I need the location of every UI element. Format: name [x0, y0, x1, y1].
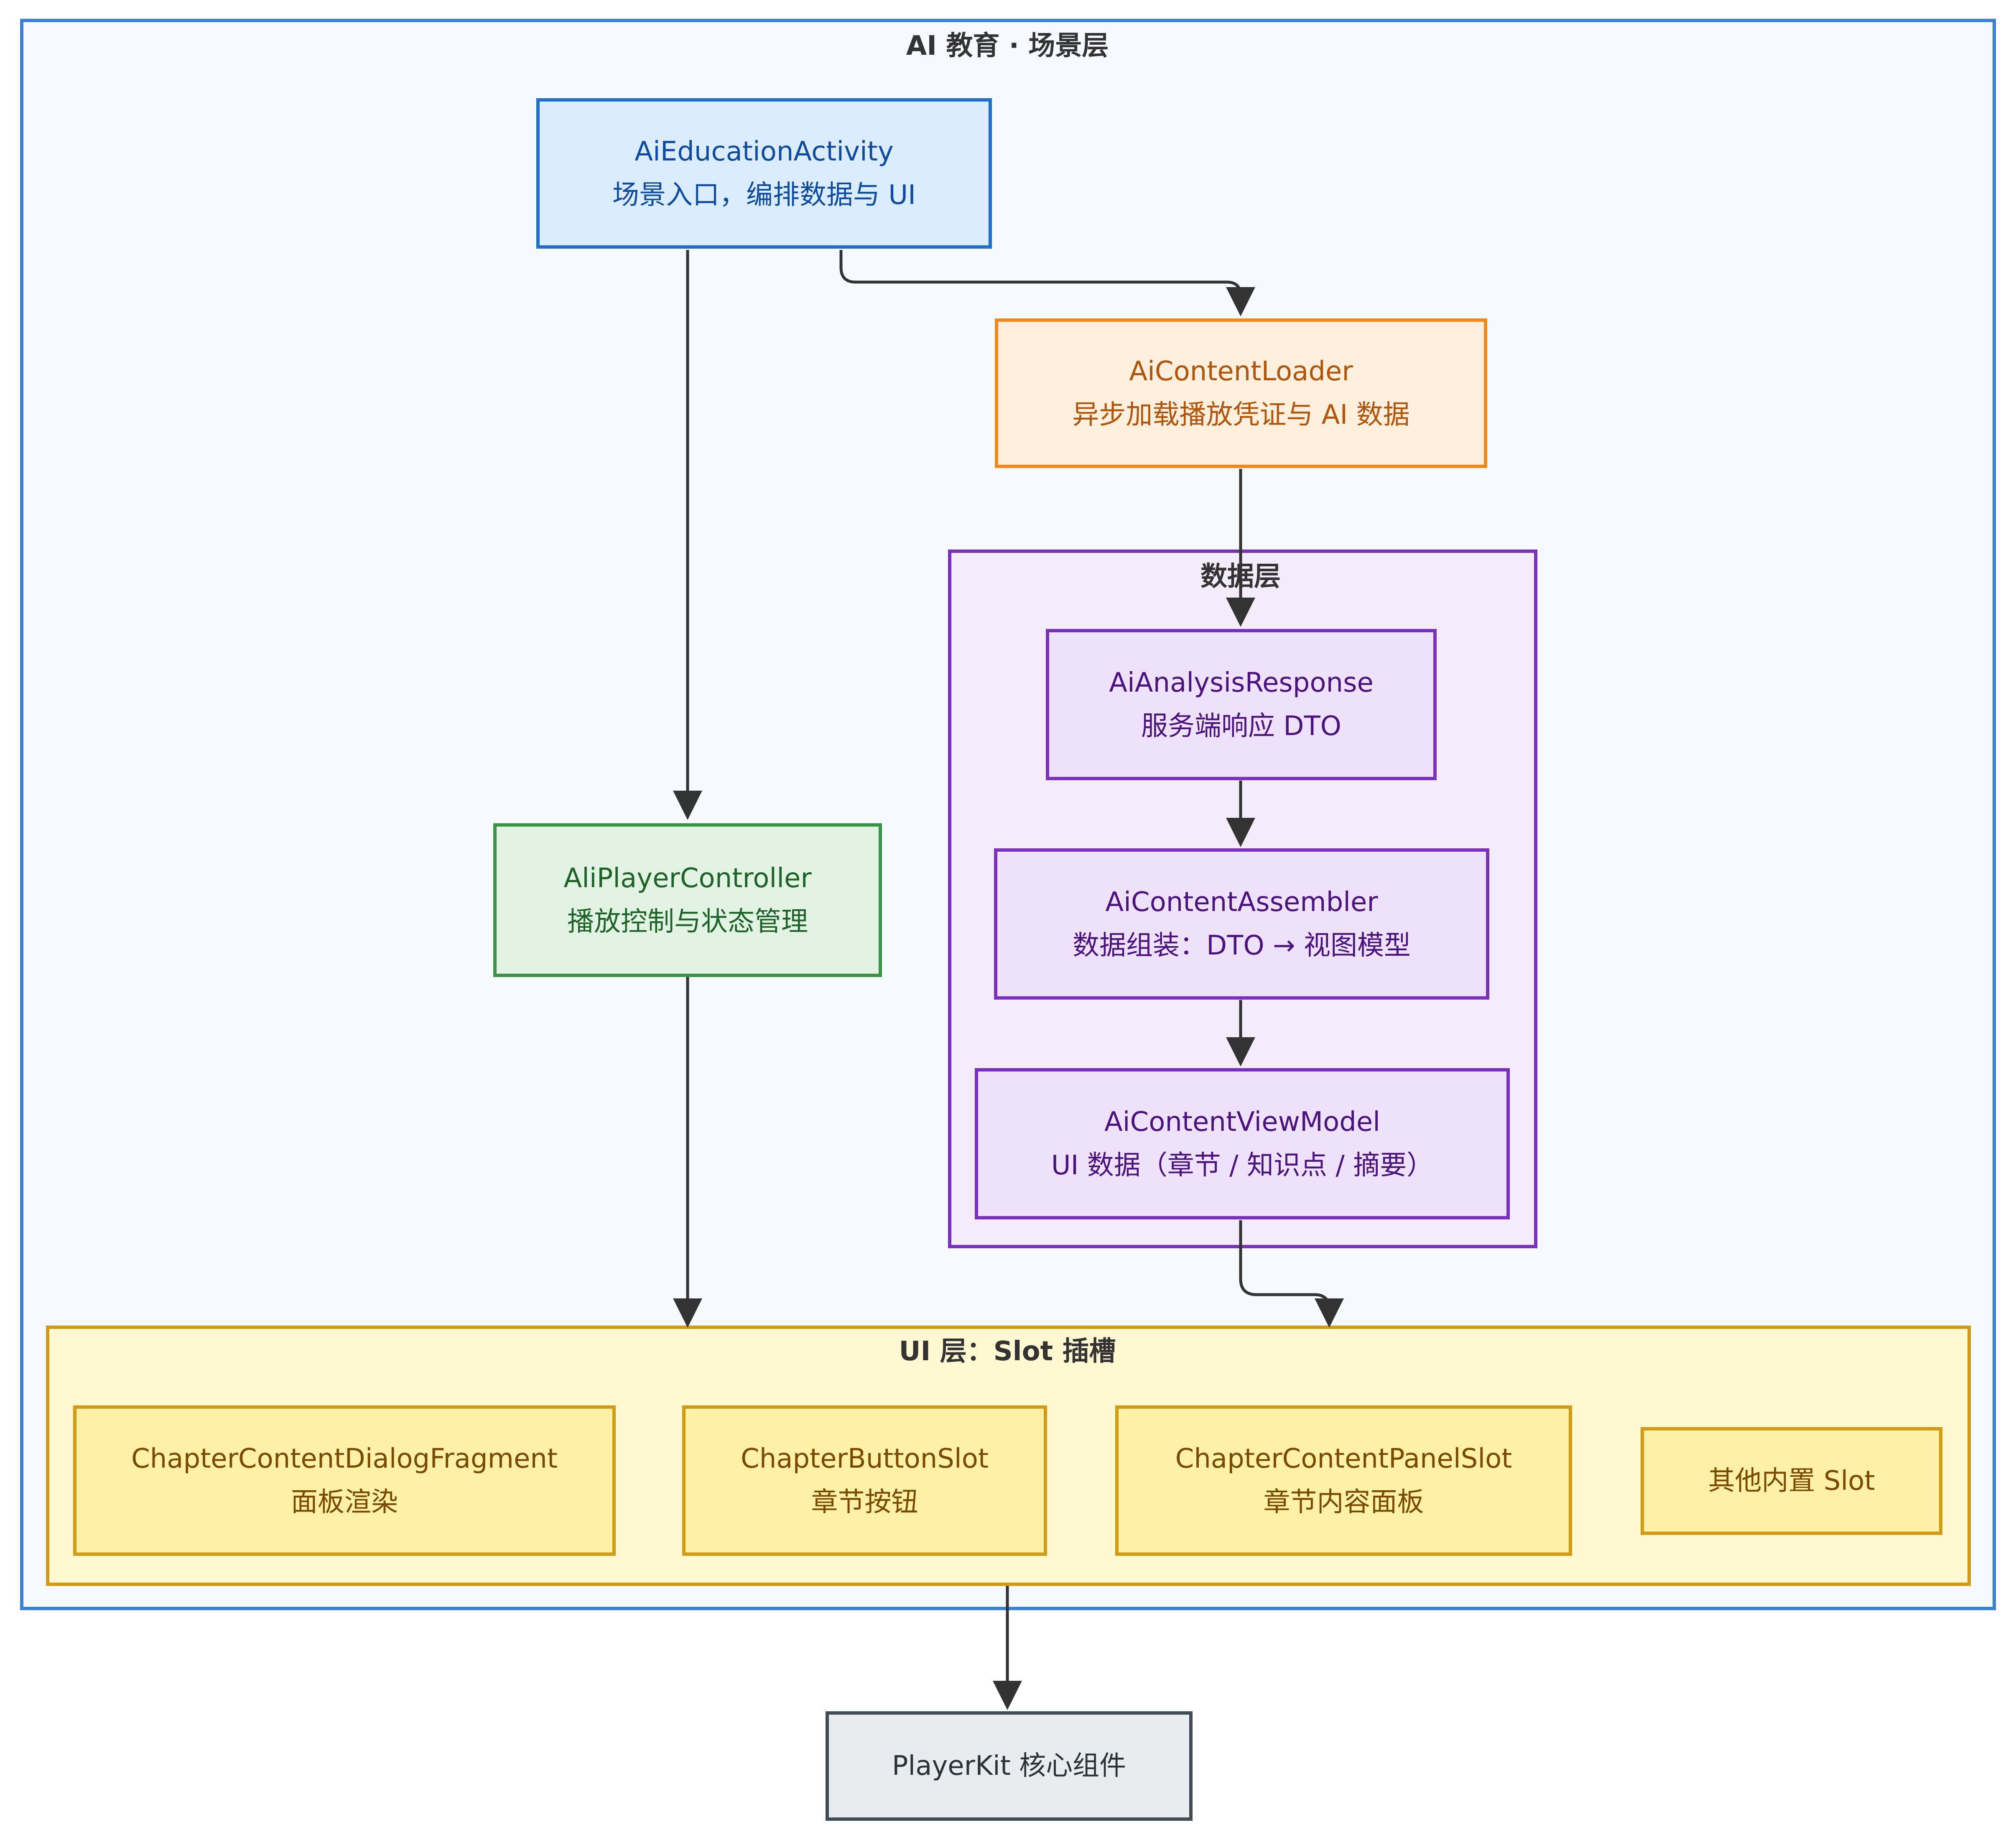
node-playerkit-core[interactable]: PlayerKit 核心组件	[826, 1711, 1193, 1821]
node-ai-content-assembler[interactable]: AiContentAssembler 数据组装：DTO → 视图模型	[994, 848, 1489, 1000]
node-other-builtin-slot[interactable]: 其他内置 Slot	[1641, 1427, 1942, 1535]
node-chapter-content-panel-slot[interactable]: ChapterContentPanelSlot 章节内容面板	[1115, 1405, 1572, 1556]
node-desc: 章节内容面板	[1263, 1487, 1424, 1518]
node-ai-analysis-response[interactable]: AiAnalysisResponse 服务端响应 DTO	[1046, 629, 1437, 780]
node-ai-education-activity[interactable]: AiEducationActivity 场景入口，编排数据与 UI	[536, 98, 992, 249]
arrow-viewmodel-to-ui-layer	[1239, 1220, 1344, 1328]
node-name: AliPlayerController	[563, 863, 812, 894]
node-name: AiContentViewModel	[1104, 1107, 1381, 1138]
node-desc: 数据组装：DTO → 视图模型	[1072, 930, 1411, 961]
node-name: AiEducationActivity	[635, 136, 894, 167]
node-desc: UI 数据（章节 / 知识点 / 摘要）	[1051, 1150, 1434, 1181]
node-name: PlayerKit 核心组件	[892, 1751, 1127, 1781]
node-ali-player-controller[interactable]: AliPlayerController 播放控制与状态管理	[493, 823, 882, 977]
node-desc: 异步加载播放凭证与 AI 数据	[1072, 400, 1410, 430]
node-chapter-content-dialog-fragment[interactable]: ChapterContentDialogFragment 面板渲染	[73, 1405, 616, 1556]
arrow-layer	[673, 250, 1344, 1710]
node-ai-content-view-model[interactable]: AiContentViewModel UI 数据（章节 / 知识点 / 摘要）	[975, 1068, 1510, 1219]
ui-layer-title: UI 层：Slot 插槽	[899, 1336, 1116, 1367]
node-name: ChapterContentPanelSlot	[1175, 1443, 1512, 1474]
node-name: 其他内置 Slot	[1708, 1466, 1875, 1496]
node-desc: 服务端响应 DTO	[1141, 711, 1342, 742]
node-desc: 面板渲染	[291, 1487, 398, 1518]
node-desc: 播放控制与状态管理	[567, 906, 808, 937]
node-desc: 场景入口，编排数据与 UI	[612, 180, 916, 211]
node-name: ChapterContentDialogFragment	[131, 1443, 558, 1474]
arrow-activity-to-loader	[839, 250, 1255, 316]
node-name: ChapterButtonSlot	[741, 1443, 989, 1474]
node-ai-content-loader[interactable]: AiContentLoader 异步加载播放凭证与 AI 数据	[995, 318, 1487, 468]
node-chapter-button-slot[interactable]: ChapterButtonSlot 章节按钮	[682, 1405, 1047, 1556]
node-name: AiAnalysisResponse	[1109, 667, 1374, 698]
node-name: AiContentLoader	[1129, 356, 1353, 387]
scene-layer-title: AI 教育 · 场景层	[906, 31, 1109, 61]
node-name: AiContentAssembler	[1105, 887, 1378, 918]
node-desc: 章节按钮	[811, 1487, 918, 1518]
